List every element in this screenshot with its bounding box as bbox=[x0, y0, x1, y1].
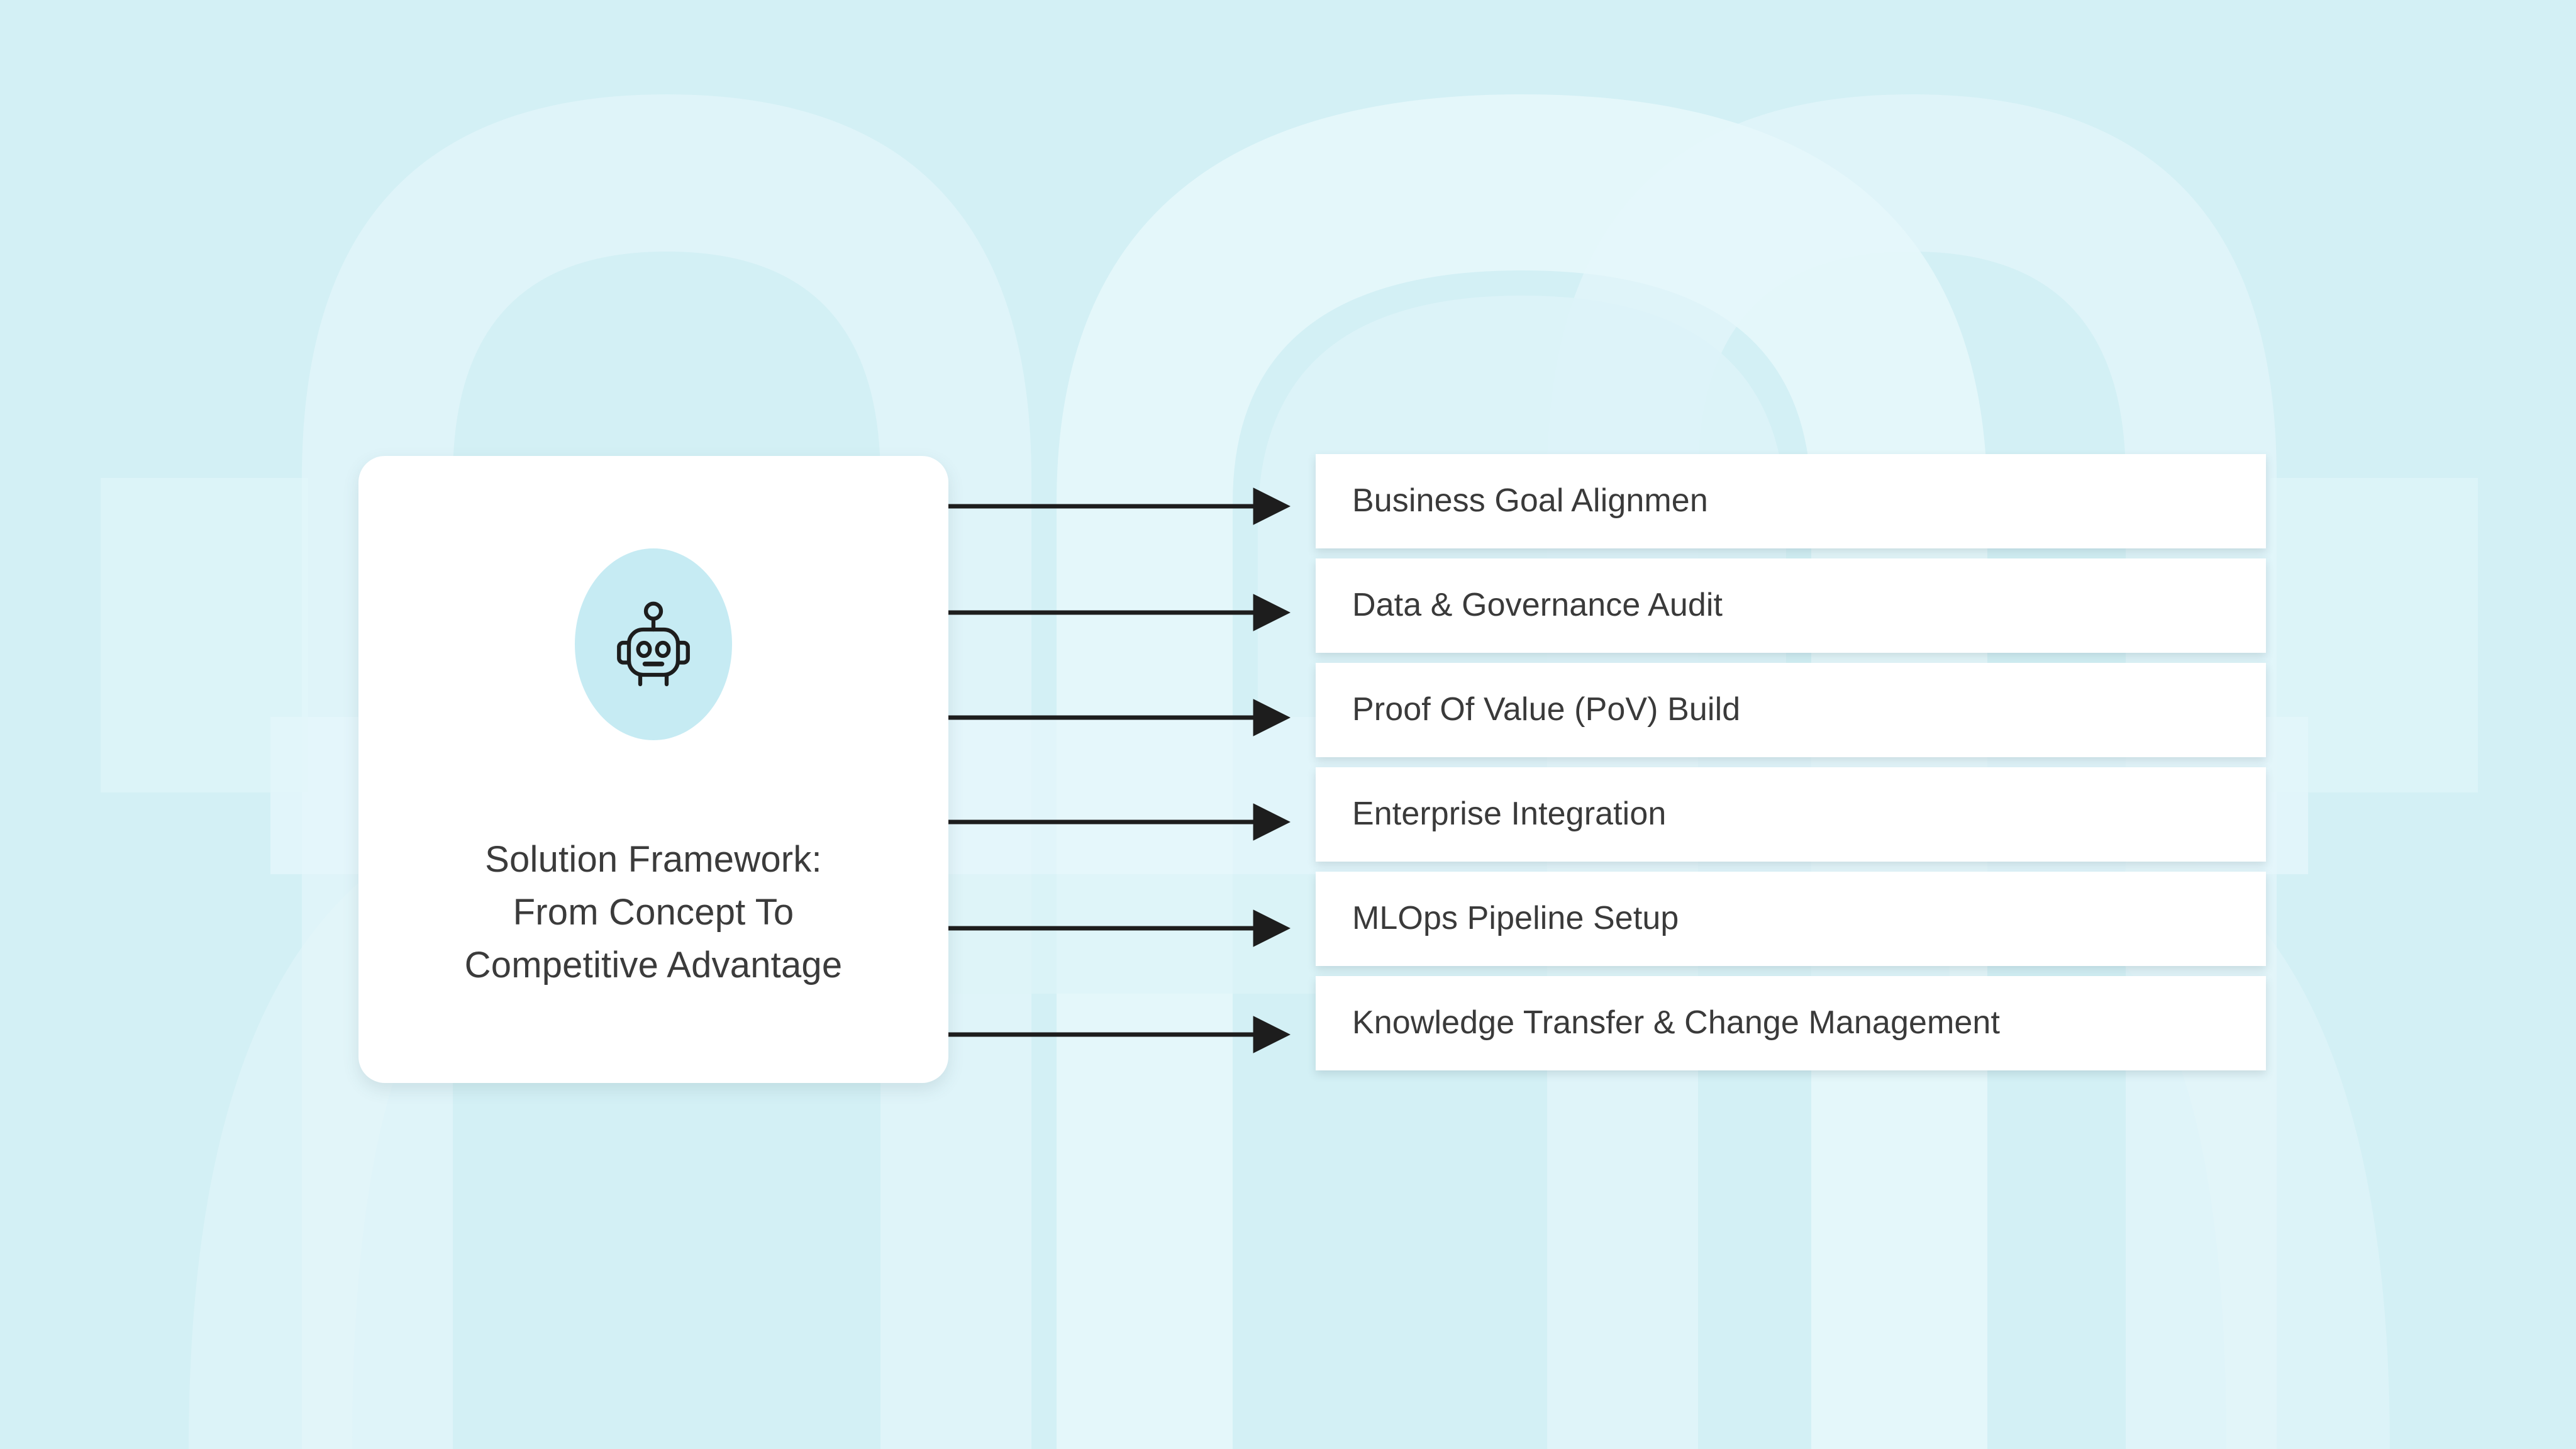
step-label: Knowledge Transfer & Change Management bbox=[1352, 1004, 2000, 1041]
step-row[interactable]: Business Goal Alignmen bbox=[1316, 454, 2266, 548]
step-row[interactable]: Knowledge Transfer & Change Management bbox=[1316, 976, 2266, 1070]
step-label: MLOps Pipeline Setup bbox=[1352, 900, 1679, 937]
hub-card[interactable]: Solution Framework: From Concept To Comp… bbox=[358, 456, 948, 1083]
step-label: Proof Of Value (PoV) Build bbox=[1352, 691, 1741, 728]
step-row[interactable]: Proof Of Value (PoV) Build bbox=[1316, 663, 2266, 757]
step-row[interactable]: Enterprise Integration bbox=[1316, 767, 2266, 862]
hub-title: Solution Framework: From Concept To Comp… bbox=[358, 833, 948, 992]
hub-icon-circle bbox=[575, 548, 732, 740]
hub-title-line-2: From Concept To bbox=[513, 892, 794, 933]
step-row[interactable]: MLOps Pipeline Setup bbox=[1316, 872, 2266, 966]
hub-title-line-3: Competitive Advantage bbox=[464, 945, 843, 985]
step-label: Enterprise Integration bbox=[1352, 796, 1667, 833]
step-label: Data & Governance Audit bbox=[1352, 587, 1723, 624]
step-row[interactable]: Data & Governance Audit bbox=[1316, 558, 2266, 653]
step-label: Business Goal Alignmen bbox=[1352, 482, 1708, 519]
step-list: Business Goal Alignmen Data & Governance… bbox=[1316, 454, 2266, 1070]
robot-icon bbox=[617, 601, 690, 686]
hub-title-line-1: Solution Framework: bbox=[485, 839, 822, 880]
